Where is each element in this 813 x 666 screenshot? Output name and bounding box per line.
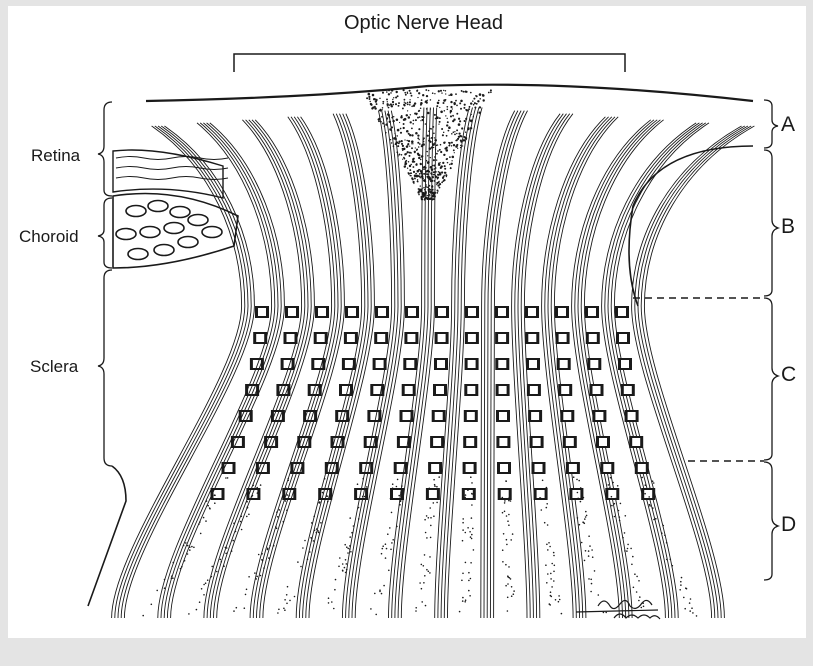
artist-signature bbox=[576, 600, 660, 619]
sclera-label: Sclera bbox=[30, 357, 78, 377]
zone-a-label: A bbox=[781, 115, 795, 135]
choroid-vessel bbox=[126, 206, 146, 217]
optic-nerve-head-bracket bbox=[234, 54, 625, 72]
left-sclera-outline bbox=[88, 466, 126, 606]
right-nerve-edge bbox=[629, 146, 753, 306]
zone-d-label: D bbox=[781, 515, 796, 535]
sclera-brace bbox=[98, 270, 112, 466]
zone-d-brace bbox=[764, 462, 778, 580]
diagram-sheet: Optic Nerve Head Retina Choroid Sclera A… bbox=[8, 6, 806, 638]
nerve-surface-line bbox=[146, 85, 753, 101]
lamina-pore bbox=[258, 308, 266, 316]
zone-b-label: B bbox=[781, 217, 795, 237]
title-label: Optic Nerve Head bbox=[344, 13, 503, 33]
optic-nerve-head-diagram bbox=[8, 6, 806, 638]
choroid-label: Choroid bbox=[19, 227, 79, 247]
retina-label: Retina bbox=[31, 146, 80, 166]
choroid-layer bbox=[113, 194, 238, 269]
zone-c-label: C bbox=[781, 365, 796, 385]
choroid-brace bbox=[98, 198, 112, 268]
zone-c-brace bbox=[764, 298, 778, 460]
retina-brace bbox=[98, 102, 112, 196]
nerve-fiber-artwork bbox=[88, 85, 754, 618]
zone-a-brace bbox=[764, 100, 778, 148]
zone-b-brace bbox=[764, 150, 778, 296]
retina-cell-rows bbox=[116, 157, 228, 160]
